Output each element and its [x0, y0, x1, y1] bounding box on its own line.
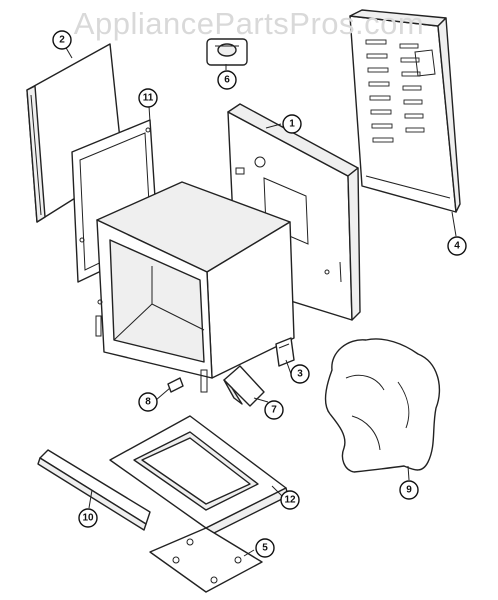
callout-4: 4 — [447, 236, 467, 256]
callout-1: 1 — [282, 114, 302, 134]
part-bracket — [275, 337, 295, 367]
callout-12: 12 — [280, 490, 300, 510]
oven-cavity — [95, 181, 295, 393]
callout-3: 3 — [290, 364, 310, 384]
callout-8: 8 — [138, 392, 158, 412]
part-thermal-switch — [206, 38, 248, 66]
callout-5: 5 — [255, 538, 275, 558]
rear-panel-vent-slots — [365, 39, 425, 143]
part-clip — [167, 377, 184, 393]
callout-7: 7 — [264, 400, 284, 420]
svg-text:5: 5 — [262, 543, 268, 554]
part-bottom-frame — [109, 415, 289, 537]
callout-2: 2 — [52, 30, 72, 50]
part-rear-panel — [349, 9, 461, 213]
svg-text:4: 4 — [454, 241, 460, 252]
part-bottom-cover — [149, 527, 263, 593]
svg-text:12: 12 — [284, 495, 296, 506]
svg-text:2: 2 — [59, 35, 65, 46]
svg-text:3: 3 — [297, 369, 303, 380]
svg-text:9: 9 — [406, 485, 412, 496]
callout-9: 9 — [399, 480, 419, 500]
callout-6: 6 — [217, 70, 237, 90]
part-hinge-receptacle — [223, 365, 265, 407]
svg-text:10: 10 — [82, 513, 94, 524]
svg-text:7: 7 — [271, 405, 277, 416]
part-insulation-blanket — [324, 338, 441, 473]
svg-text:6: 6 — [224, 75, 230, 86]
svg-text:8: 8 — [145, 397, 151, 408]
callout-11: 11 — [138, 88, 158, 108]
leader-lines — [64, 45, 457, 557]
callout-10: 10 — [78, 508, 98, 528]
svg-text:1: 1 — [289, 119, 295, 130]
svg-text:11: 11 — [143, 93, 154, 104]
part-front-rail — [37, 449, 151, 531]
